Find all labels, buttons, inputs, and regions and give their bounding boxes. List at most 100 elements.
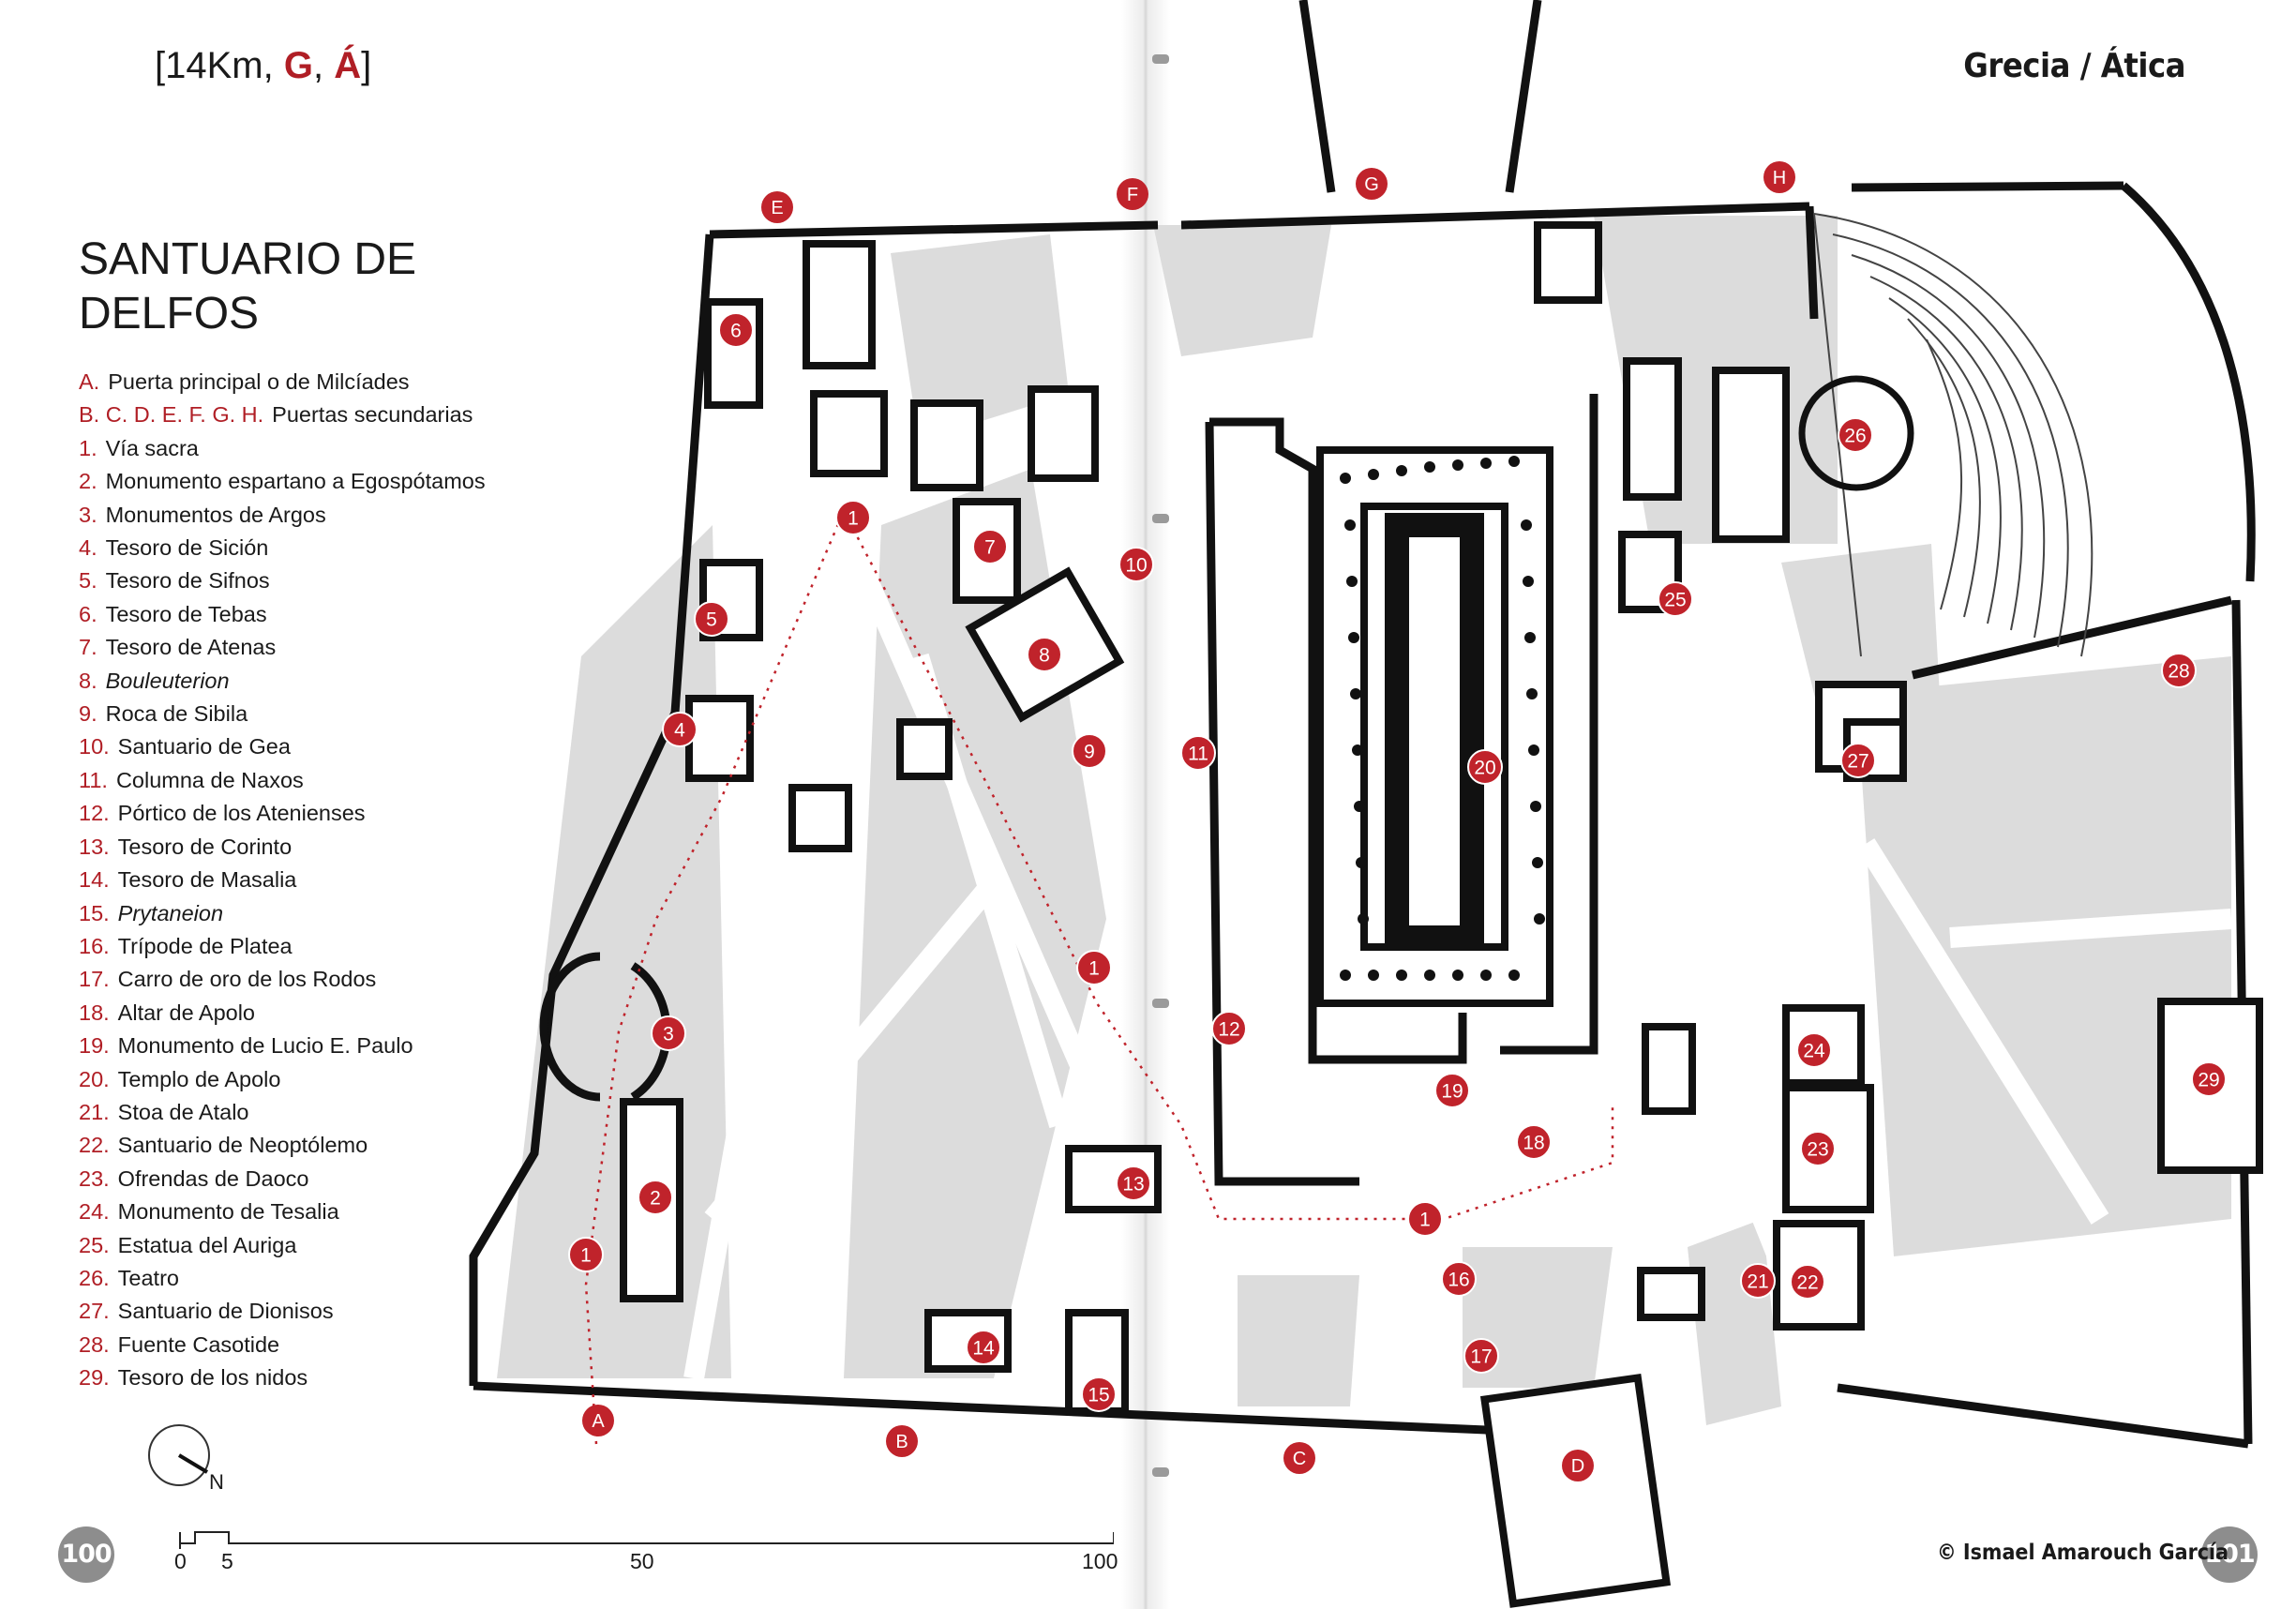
- monument-marker: 5: [694, 601, 729, 637]
- legend-item: 3.Monumentos de Argos: [79, 499, 486, 532]
- monument-marker: 14: [966, 1330, 1001, 1365]
- monument-marker: 16: [1441, 1261, 1477, 1297]
- legend-item: 29. Tesoro de los nidos: [79, 1361, 486, 1394]
- compass-north-label: N: [209, 1470, 224, 1494]
- monument-marker: 21: [1740, 1263, 1776, 1299]
- legend-label: Tesoro de los nidos: [117, 1365, 308, 1391]
- gate-marker: B: [886, 1425, 918, 1457]
- monument-marker-dot: [1840, 743, 1876, 778]
- monument-marker-dot: [1118, 547, 1154, 582]
- monument-marker-dot: [1441, 1261, 1477, 1297]
- temple-of-apollo: [1205, 394, 1598, 1186]
- monument-marker-dot: [835, 500, 871, 535]
- monument-marker: 15: [1081, 1376, 1117, 1412]
- monument-marker-label: 9: [1084, 742, 1095, 763]
- legend-item: 21.Stoa de Atalo: [79, 1096, 486, 1129]
- legend-label: Prytaneion: [117, 900, 224, 925]
- monument-marker-dot: [1740, 1263, 1776, 1299]
- gate-marker: D: [1562, 1450, 1594, 1481]
- legend-label: Monumentos de Argos: [105, 502, 326, 527]
- sanctuary-walls: [469, 0, 2256, 1449]
- gate-marker-dot: [1763, 161, 1795, 193]
- monument-marker-label: 1: [580, 1245, 592, 1267]
- legend-label: Carro de oro de los Rodos: [117, 967, 377, 992]
- monument-marker-dot: [1072, 733, 1107, 769]
- monument-marker-label: 26: [1844, 426, 1866, 447]
- scale-tick-label: 50: [630, 1549, 654, 1573]
- legend-item: 15.Prytaneion: [79, 897, 486, 930]
- legend-key: 24.: [79, 1199, 110, 1225]
- region-header: Grecia / Ática: [1963, 47, 2185, 85]
- gate-marker-label: F: [1127, 185, 1138, 205]
- monument-marker: 7: [972, 529, 1008, 564]
- monument-marker-label: 19: [1441, 1081, 1463, 1103]
- monument-marker: 24: [1796, 1032, 1832, 1068]
- legend-key: 17.: [79, 967, 110, 992]
- monument-marker-dot: [1467, 749, 1503, 785]
- gate-marker-label: G: [1364, 174, 1379, 195]
- route-code-a: Á: [334, 45, 362, 86]
- monument-marker-dot: [966, 1330, 1001, 1365]
- monument-marker-label: 25: [1664, 590, 1686, 611]
- route-header: [14Km, G, Á]: [155, 45, 372, 86]
- monument-marker-dot: [1211, 1011, 1247, 1046]
- monument-marker: 27: [1840, 743, 1876, 778]
- legend-item: 16.Trípode de Platea: [79, 930, 486, 963]
- monument-marker-label: 3: [663, 1024, 674, 1045]
- route-code-g: G: [283, 45, 313, 86]
- gate-marker-dot: [1562, 1450, 1594, 1481]
- binding-staple: [1152, 999, 1169, 1008]
- gate-marker: G: [1356, 168, 1388, 200]
- gate-marker-label: H: [1773, 168, 1786, 188]
- legend-label: Columna de Naxos: [115, 767, 304, 792]
- legend-key: 16.: [79, 933, 110, 958]
- monument-marker-label: 7: [984, 537, 996, 559]
- legend-label: Estatua del Auriga: [117, 1232, 297, 1257]
- legend-key: 18.: [79, 1000, 110, 1025]
- legend-item: 6.Tesoro de Tebas: [79, 598, 486, 631]
- monument-marker-dot: [1027, 637, 1062, 672]
- legend-key: 13.: [79, 834, 110, 859]
- legend-item: 12.Pórtico de los Atenienses: [79, 797, 486, 830]
- gate-marker-label: B: [895, 1432, 908, 1452]
- legend-label: Puerta principal o de Milcíades: [108, 369, 410, 394]
- monument-marker-dot: [1407, 1201, 1443, 1237]
- legend-key: 12.: [79, 801, 110, 826]
- legend-item: 27.Santuario de Dionisos: [79, 1295, 486, 1328]
- page-number-left: 100: [58, 1526, 114, 1583]
- legend-label: Ofrendas de Daoco: [117, 1165, 309, 1191]
- monument-marker-label: 28: [2168, 661, 2189, 683]
- page-title: SANTUARIO DE DELFOS: [79, 233, 473, 341]
- monument-marker-dot: [1116, 1165, 1151, 1201]
- legend-key: 29.: [79, 1365, 110, 1391]
- gate-marker: F: [1117, 178, 1148, 210]
- monument-marker: 1: [568, 1237, 604, 1272]
- monument-marker: 3: [651, 1015, 686, 1051]
- legend-item: 14.Tesoro de Masalia: [79, 864, 486, 896]
- monument-marker-label: 14: [972, 1338, 995, 1360]
- legend-key: 14.: [79, 867, 110, 893]
- gate-marker-dot: [582, 1405, 614, 1436]
- map-credit: © Ismael Amarouch García: [1937, 1541, 2229, 1565]
- monument-marker-label: 24: [1803, 1041, 1825, 1062]
- monument-marker-label: 8: [1039, 645, 1050, 667]
- legend-label: Tesoro de Atenas: [105, 635, 277, 660]
- compass-icon: [148, 1424, 210, 1486]
- legend-item: 5.Tesoro de Sifnos: [79, 564, 486, 597]
- monument-marker: 26: [1838, 417, 1873, 453]
- monument-marker: 8: [1027, 637, 1062, 672]
- legend-label: Templo de Apolo: [117, 1066, 281, 1091]
- scale-tick-label: 0: [174, 1549, 187, 1573]
- monument-marker-label: 1: [1088, 958, 1100, 980]
- legend-key: 9.: [79, 701, 98, 727]
- monument-marker-dot: [662, 712, 698, 747]
- monument-marker: 25: [1658, 581, 1693, 617]
- legend-item: 4.Tesoro de Sición: [79, 532, 486, 564]
- temple-columns: [1340, 456, 1545, 981]
- monument-marker-dot: [568, 1237, 604, 1272]
- legend-item: 17. Carro de oro de los Rodos: [79, 963, 486, 996]
- binding-staple: [1152, 514, 1169, 523]
- gate-marker-dot: [1117, 178, 1148, 210]
